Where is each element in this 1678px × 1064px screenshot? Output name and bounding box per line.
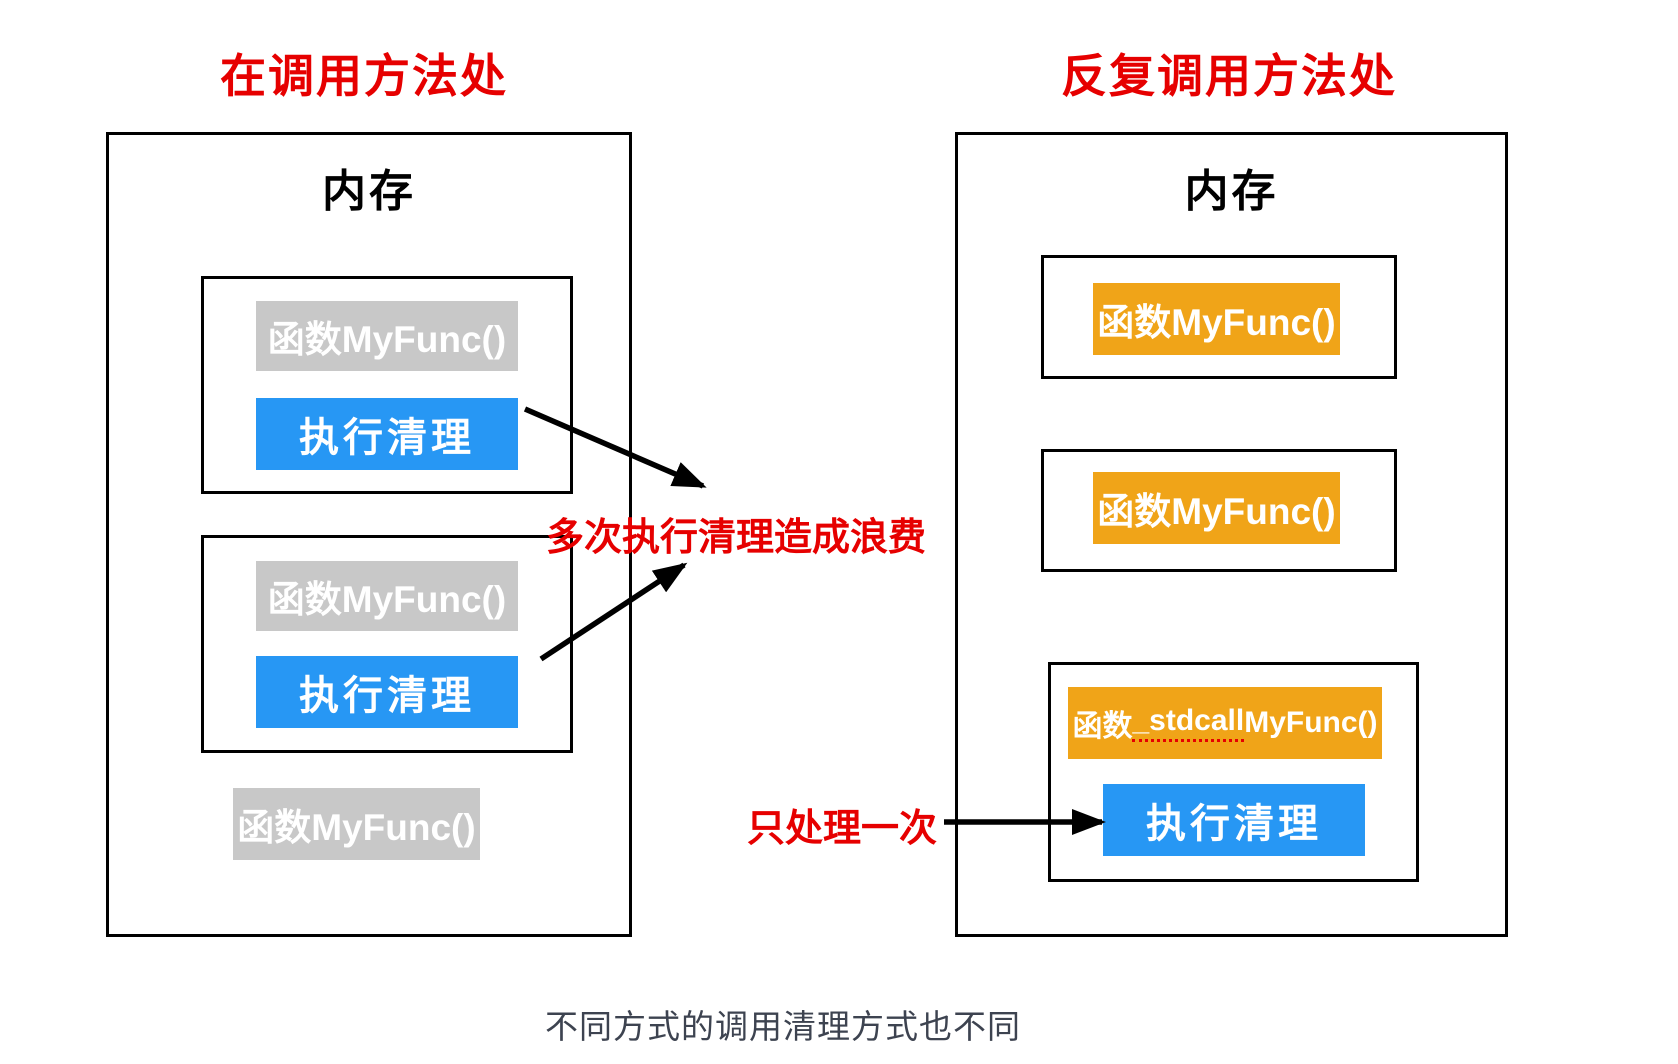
- left-memory-panel: 内存 函数MyFunc() 执行清理 函数MyFunc() 执行清理 函数MyF…: [106, 132, 632, 937]
- func-box: 函数MyFunc(): [256, 561, 518, 631]
- right-call-frame-2: 函数MyFunc(): [1041, 449, 1397, 572]
- right-memory-panel: 内存 函数MyFunc() 函数MyFunc() 函数_stdcall MyFu…: [955, 132, 1508, 937]
- cleanup-box: 执行清理: [256, 656, 518, 728]
- once-annotation: 只处理一次: [747, 808, 938, 850]
- func-box: 函数MyFunc(): [1093, 472, 1340, 544]
- right-call-frame-stdcall: 函数_stdcall MyFunc() 执行清理: [1048, 662, 1419, 882]
- waste-annotation: 多次执行清理造成浪费: [546, 517, 927, 559]
- right-column-title: 反复调用方法处: [1061, 50, 1397, 102]
- func-box: 函数MyFunc(): [233, 788, 480, 860]
- right-call-frame-1: 函数MyFunc(): [1041, 255, 1397, 379]
- func-box: 函数MyFunc(): [1093, 283, 1340, 355]
- func-stdcall-box: 函数_stdcall MyFunc(): [1068, 687, 1382, 759]
- bottom-caption: 不同方式的调用清理方式也不同: [545, 1008, 1021, 1045]
- func-stdcall-underlined: _stdcall: [1132, 704, 1245, 742]
- func-stdcall-suffix: MyFunc(): [1244, 706, 1378, 739]
- left-column-title: 在调用方法处: [220, 50, 508, 102]
- cleanup-box: 执行清理: [256, 398, 518, 470]
- func-stdcall-prefix: 函数: [1072, 710, 1133, 743]
- left-memory-title: 内存: [322, 167, 416, 216]
- left-call-frame-2: 函数MyFunc() 执行清理: [201, 535, 573, 753]
- left-call-frame-1: 函数MyFunc() 执行清理: [201, 276, 573, 494]
- right-memory-title: 内存: [1184, 167, 1279, 216]
- cleanup-box: 执行清理: [1103, 784, 1365, 856]
- func-box: 函数MyFunc(): [256, 301, 518, 371]
